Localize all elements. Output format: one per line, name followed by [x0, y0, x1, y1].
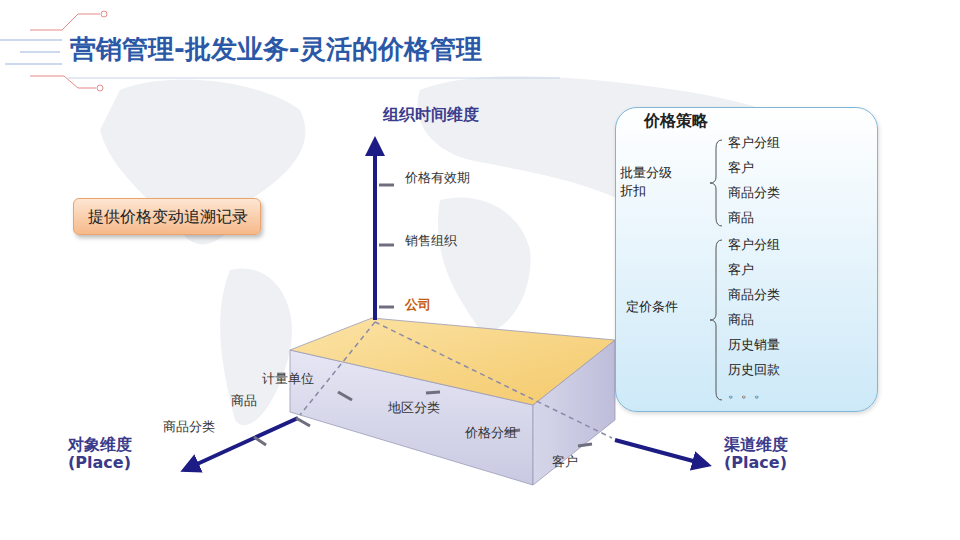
list-item: 商品: [728, 209, 754, 227]
axis-tick: [254, 185, 592, 446]
title: 营销管理-批发业务-灵活的价格管理: [70, 32, 482, 67]
list-item: 历史回款: [728, 361, 780, 379]
list-item: 客户: [728, 159, 754, 177]
axis-title: 渠道维度 (Place): [724, 436, 804, 473]
note-text: 提供价格变动追溯记录: [88, 207, 246, 228]
cuboid: [290, 318, 615, 485]
panel-heading: 价格策略: [644, 110, 708, 132]
group-label: 批量分级 折扣: [620, 164, 678, 200]
axis-label: 价格有效期: [405, 171, 470, 186]
axis-label: 销售组织: [405, 234, 457, 249]
axis-title: 组织时间维度: [383, 106, 479, 124]
axis-label: 公司: [405, 298, 431, 313]
hidden-axis: [300, 322, 612, 438]
axis-label: 客户: [552, 455, 578, 470]
group-label: 定价条件: [626, 298, 678, 316]
list-item: 客户分组: [728, 236, 780, 254]
strategy-panel: 价格策略批量分级 折扣客户分组客户商品分类商品定价条件客户分组客户商品分类商品历…: [615, 107, 878, 412]
axis: [184, 140, 708, 470]
axis-title: 对象维度 (Place): [68, 436, 148, 473]
bracket: [710, 240, 722, 400]
list-item: 客户: [728, 261, 754, 279]
list-item: 客户分组: [728, 134, 780, 152]
list-item: 。。。: [728, 384, 767, 402]
bracket: [710, 140, 722, 226]
title-decoration: [0, 11, 560, 91]
list-item: 商品: [728, 311, 754, 329]
list-item: 历史销量: [728, 336, 780, 354]
list-item: 商品分类: [728, 286, 780, 304]
axis-label: 价格分组: [465, 426, 517, 441]
axis-label: 商品: [231, 394, 257, 409]
note-box: 提供价格变动追溯记录: [73, 198, 261, 235]
axis-label: 计量单位: [262, 372, 314, 387]
list-item: 商品分类: [728, 184, 780, 202]
axis-label: 商品分类: [163, 420, 215, 435]
axis-label: 地区分类: [388, 401, 440, 416]
